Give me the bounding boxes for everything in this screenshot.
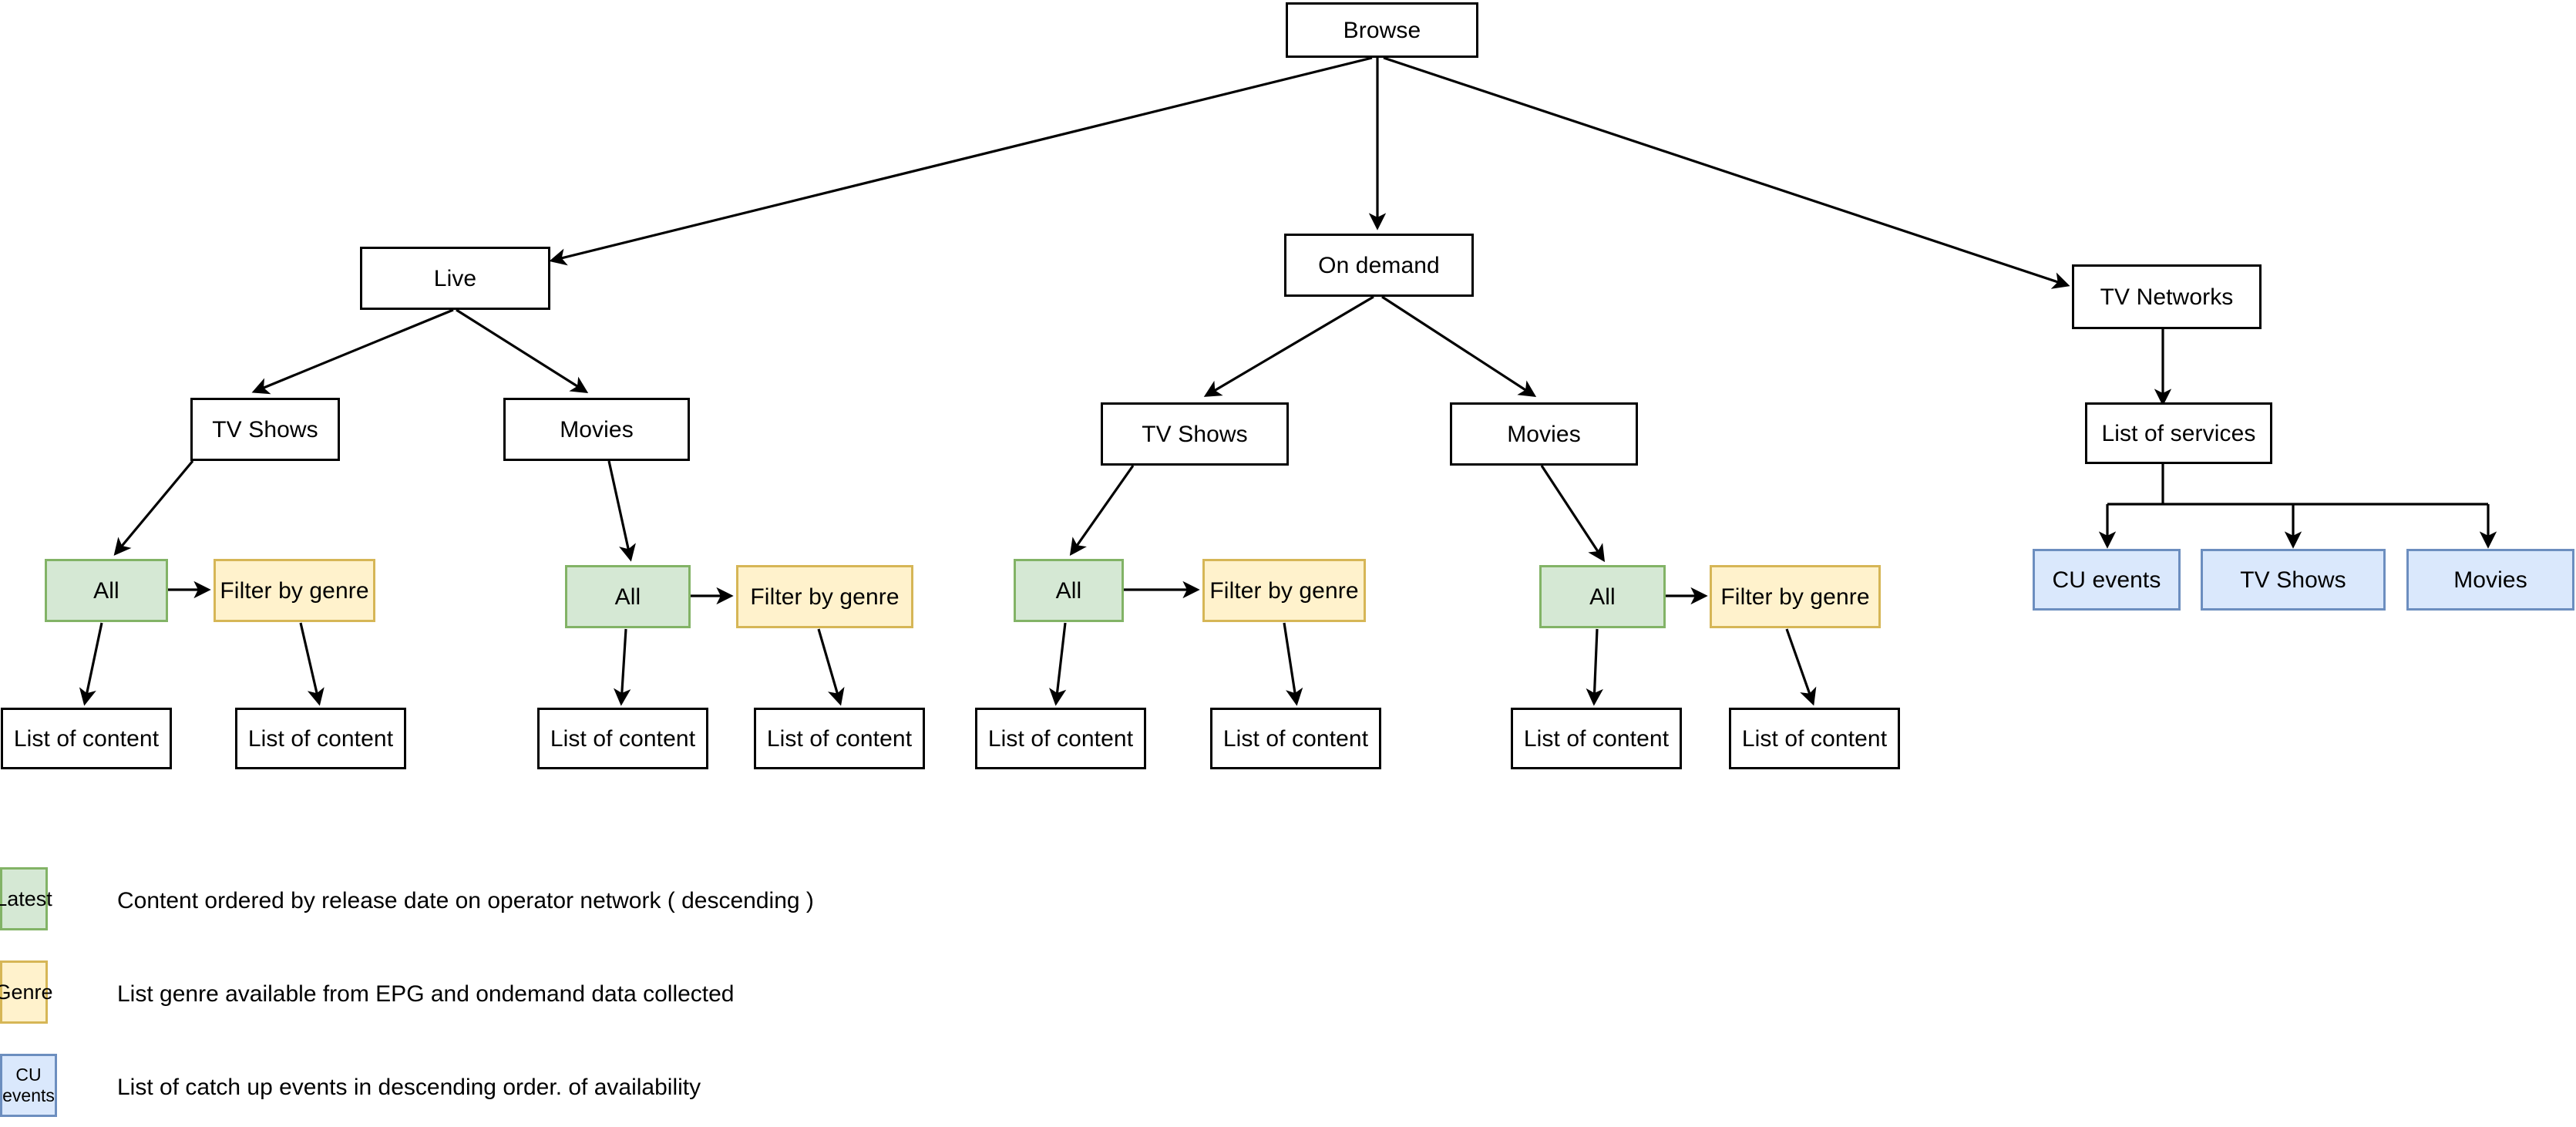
node-filter-by-genre-4-label: Filter by genre — [1720, 584, 1870, 610]
node-list-of-content-7[interactable]: List of content — [1511, 708, 1682, 769]
node-all-4[interactable]: All — [1539, 565, 1666, 628]
node-live-tvshows-label: TV Shows — [212, 416, 318, 442]
node-all-3[interactable]: All — [1014, 559, 1124, 622]
node-all-4-label: All — [1589, 584, 1616, 610]
node-filter-by-genre-2[interactable]: Filter by genre — [736, 565, 913, 628]
legend-swatch-genre: Genre — [0, 960, 53, 1024]
node-list-of-content-3-label: List of content — [550, 725, 696, 752]
node-browse[interactable]: Browse — [1286, 2, 1478, 58]
node-list-of-content-6[interactable]: List of content — [1210, 708, 1381, 769]
node-live-tvshows[interactable]: TV Shows — [190, 398, 340, 461]
node-list-of-content-4[interactable]: List of content — [754, 708, 925, 769]
edge-browse-to-tv-networks — [1383, 56, 2070, 289]
node-tv-networks[interactable]: TV Networks — [2072, 264, 2262, 329]
edge-browse-to-live — [549, 56, 1373, 266]
edge-ondemand-to-movies — [1381, 295, 1537, 398]
legend-description-genre: List genre available from EPG and ondema… — [117, 981, 735, 1007]
edge-services-bus — [2107, 463, 2488, 506]
node-list-of-content-5[interactable]: List of content — [975, 708, 1146, 769]
edge-all4-to-content4 — [1586, 628, 1603, 706]
legend-description-latest: Content ordered by release date on opera… — [117, 888, 814, 913]
node-all-2[interactable]: All — [565, 565, 691, 628]
edge-ondemand-movies-to-all — [1540, 465, 1606, 563]
node-list-of-content-8[interactable]: List of content — [1729, 708, 1900, 769]
node-browse-label: Browse — [1343, 17, 1421, 43]
node-live-movies-label: Movies — [560, 416, 634, 442]
node-list-of-content-8-label: List of content — [1741, 725, 1888, 752]
node-service-movies[interactable]: Movies — [2406, 549, 2574, 611]
node-filter-by-genre-3-label: Filter by genre — [1209, 577, 1359, 604]
node-all-1[interactable]: All — [45, 559, 168, 622]
edge-all1-to-content1 — [79, 622, 103, 706]
node-list-of-content-3[interactable]: List of content — [537, 708, 708, 769]
node-list-of-services[interactable]: List of services — [2085, 402, 2272, 464]
node-ondemand-movies[interactable]: Movies — [1450, 402, 1638, 466]
edge-live-tvshows-to-all — [113, 459, 194, 556]
node-ondemand-tvshows[interactable]: TV Shows — [1101, 402, 1289, 466]
node-filter-by-genre-1[interactable]: Filter by genre — [214, 559, 375, 622]
node-list-of-content-1[interactable]: List of content — [1, 708, 172, 769]
edge-filter1-to-content5 — [299, 622, 325, 706]
node-filter-by-genre-2-label: Filter by genre — [750, 584, 900, 610]
edge-all2-to-content2 — [613, 628, 631, 706]
node-live-label: Live — [433, 265, 477, 291]
node-ondemand-tvshows-label: TV Shows — [1142, 421, 1248, 447]
node-filter-by-genre-4[interactable]: Filter by genre — [1710, 565, 1881, 628]
node-list-of-content-4-label: List of content — [766, 725, 913, 752]
node-filter-by-genre-3[interactable]: Filter by genre — [1202, 559, 1366, 622]
node-list-of-content-1-label: List of content — [13, 725, 160, 752]
legend-description-cu-events: List of catch up events in descending or… — [117, 1075, 701, 1100]
edge-filter3-to-content7 — [1283, 622, 1303, 706]
node-list-of-content-5-label: List of content — [987, 725, 1134, 752]
node-list-of-services-label: List of services — [2101, 420, 2256, 446]
node-ondemand-movies-label: Movies — [1507, 421, 1581, 447]
node-list-of-content-2-label: List of content — [247, 725, 394, 752]
legend-swatch-latest-label: Latest — [0, 886, 52, 910]
node-all-2-label: All — [614, 584, 641, 610]
edge-live-movies-to-all — [607, 460, 636, 562]
node-list-of-content-7-label: List of content — [1523, 725, 1670, 752]
node-tv-networks-label: TV Networks — [2100, 284, 2234, 310]
node-all-3-label: All — [1055, 577, 1082, 604]
node-service-tv-shows-label: TV Shows — [2240, 567, 2346, 593]
node-live[interactable]: Live — [360, 247, 550, 310]
edge-live-to-movies — [456, 308, 589, 393]
node-list-of-content-2[interactable]: List of content — [235, 708, 406, 769]
node-list-of-content-6-label: List of content — [1222, 725, 1369, 752]
legend-swatch-cu-events-label: CU events — [2, 1065, 55, 1105]
node-filter-by-genre-1-label: Filter by genre — [220, 577, 369, 604]
node-service-cu-events-label: CU events — [2052, 567, 2161, 593]
node-live-movies[interactable]: Movies — [503, 398, 690, 461]
legend-swatch-cu-events: CU events — [0, 1054, 57, 1117]
node-service-movies-label: Movies — [2453, 567, 2527, 593]
node-service-cu-events[interactable]: CU events — [2033, 549, 2181, 611]
edge-all3-to-content3 — [1049, 622, 1067, 706]
node-service-tv-shows[interactable]: TV Shows — [2201, 549, 2386, 611]
edge-filter4-to-content8 — [1785, 628, 1817, 706]
edge-live-to-tvshows — [251, 308, 454, 395]
node-all-1-label: All — [93, 577, 119, 604]
node-on-demand-label: On demand — [1318, 252, 1440, 278]
legend-swatch-latest: Latest — [0, 867, 52, 930]
node-on-demand[interactable]: On demand — [1284, 234, 1474, 297]
edge-ondemand-tvshows-to-all — [1069, 465, 1135, 557]
legend-swatch-genre-label: Genre — [0, 980, 53, 1004]
edge-ondemand-to-tvshows — [1203, 295, 1374, 397]
edge-filter2-to-content6 — [817, 628, 845, 706]
